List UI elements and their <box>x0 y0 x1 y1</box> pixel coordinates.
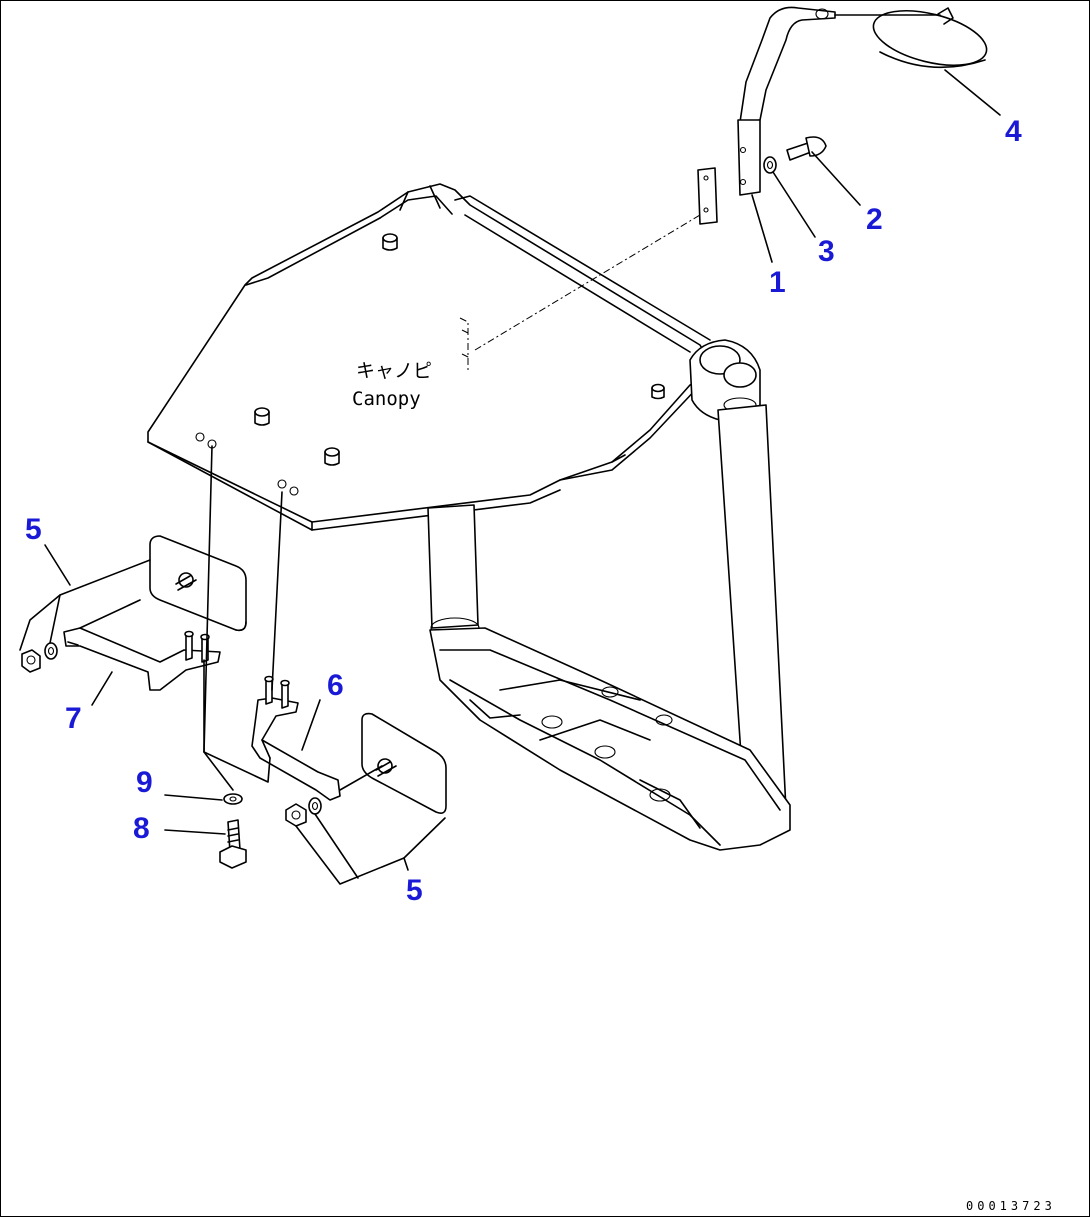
assembly-guide-lines <box>203 445 283 791</box>
figure-id: 00013723 <box>966 1199 1056 1213</box>
callout-7: 7 <box>65 702 82 735</box>
callout-labels: 1 2 3 4 5 5 6 7 8 9 <box>25 115 1022 907</box>
canopy-roof <box>147 183 716 531</box>
canopy-posts <box>427 404 788 821</box>
callout-5-upper: 5 <box>25 513 42 546</box>
callout-8: 8 <box>133 812 150 845</box>
mirror-assembly-right-front <box>251 675 447 885</box>
canopy-label-japanese: キャノピ <box>356 360 432 382</box>
canopy-corner-joint <box>689 339 761 421</box>
callout-3: 3 <box>818 235 835 268</box>
callout-5-lower: 5 <box>406 874 423 907</box>
callout-4: 4 <box>1005 115 1022 148</box>
canopy-base-frame <box>429 627 791 851</box>
bolt-and-washer <box>219 793 247 869</box>
callout-2: 2 <box>866 203 883 236</box>
callout-1: 1 <box>769 266 786 299</box>
canopy-label-english: Canopy <box>352 388 421 410</box>
callout-9: 9 <box>136 766 153 799</box>
callout-6: 6 <box>327 669 344 702</box>
callout-leaders <box>44 69 1001 871</box>
mirror-assembly-right <box>697 6 988 225</box>
mirror-assembly-left-front <box>19 535 247 691</box>
